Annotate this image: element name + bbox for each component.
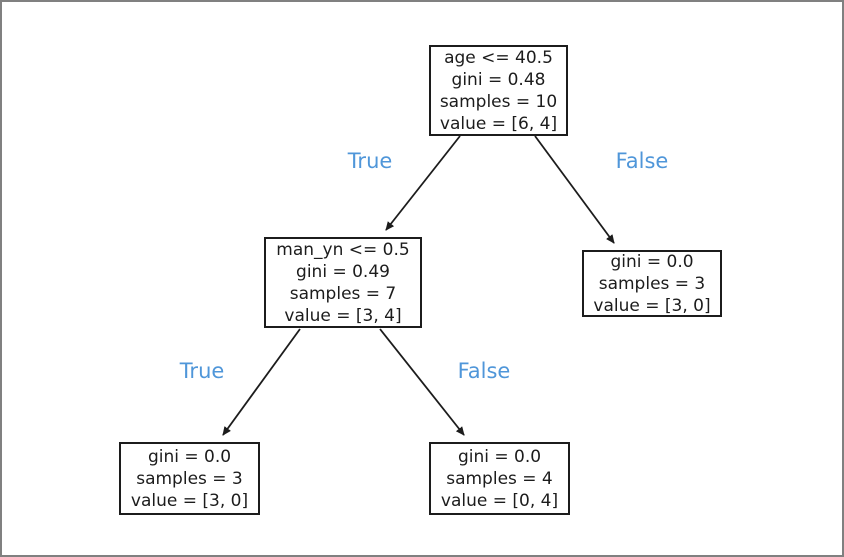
node-value: value = [6, 4] xyxy=(439,113,558,134)
edge-root-to-left xyxy=(385,135,461,231)
tree-node-root: age <= 40.5 gini = 0.48 samples = 10 val… xyxy=(429,45,568,136)
node-split-condition: age <= 40.5 xyxy=(444,47,553,68)
tree-node-left-child: man_yn <= 0.5 gini = 0.49 samples = 7 va… xyxy=(264,237,422,328)
node-gini: gini = 0.0 xyxy=(147,446,232,467)
edge-label-true-root: True xyxy=(347,149,393,173)
edge-root-to-right xyxy=(534,135,615,244)
tree-node-left-right-leaf: gini = 0.0 samples = 4 value = [0, 4] xyxy=(429,442,570,515)
node-gini: gini = 0.0 xyxy=(457,446,542,467)
tree-node-right-leaf: gini = 0.0 samples = 3 value = [3, 0] xyxy=(582,250,722,317)
node-gini: gini = 0.0 xyxy=(610,251,694,272)
node-samples: samples = 10 xyxy=(439,91,558,112)
node-gini: gini = 0.48 xyxy=(451,69,546,90)
node-value: value = [3, 0] xyxy=(593,295,711,316)
node-value: value = [3, 0] xyxy=(130,490,249,511)
edge-label-false-root: False xyxy=(615,149,669,173)
node-samples: samples = 3 xyxy=(136,468,243,489)
node-samples: samples = 4 xyxy=(446,468,553,489)
node-value: value = [3, 4] xyxy=(284,305,402,326)
edge-left-to-left-left xyxy=(222,328,301,436)
node-samples: samples = 7 xyxy=(289,283,397,304)
tree-node-left-left-leaf: gini = 0.0 samples = 3 value = [3, 0] xyxy=(119,442,260,515)
node-value: value = [0, 4] xyxy=(440,490,559,511)
node-gini: gini = 0.49 xyxy=(296,261,390,282)
edge-label-true-left: True xyxy=(179,359,225,383)
edge-left-to-left-right xyxy=(379,328,465,436)
node-split-condition: man_yn <= 0.5 xyxy=(276,239,410,260)
edge-label-false-left: False xyxy=(457,359,511,383)
node-samples: samples = 3 xyxy=(598,273,706,294)
